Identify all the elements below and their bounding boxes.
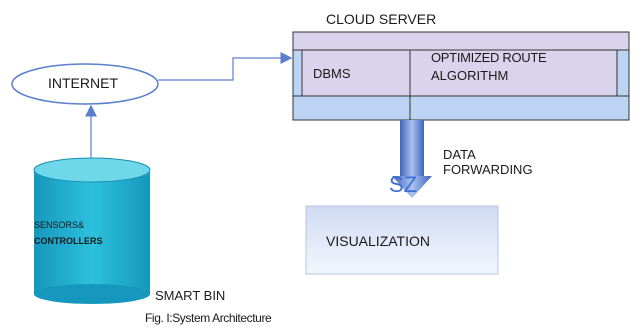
- sensors-label: SENSORS&: [34, 220, 85, 230]
- internet-to-server-arrow: [158, 52, 293, 81]
- cloud-server-title: CLOUD SERVER: [326, 11, 437, 27]
- algorithm-label-line1: OPTIMIZED ROUTE: [431, 50, 547, 65]
- data-forwarding-label-line1: DATA: [443, 147, 476, 162]
- internet-ellipse: [11, 63, 159, 105]
- smart-bin-label: SMART BIN: [155, 288, 226, 303]
- visualization-box: [305, 205, 499, 275]
- algorithm-label-line2: ALGORITHM: [431, 68, 509, 83]
- cloud-server-box: [292, 31, 630, 121]
- controllers-label: CONTROLLERS: [34, 236, 103, 246]
- forwarding-marker: SZ: [389, 172, 418, 197]
- internet-label: INTERNET: [48, 75, 118, 91]
- dbms-label: DBMS: [313, 66, 351, 81]
- figure-caption: Fig. I:System Architecture: [145, 311, 272, 325]
- data-forwarding-label-line2: FORWARDING: [443, 162, 533, 177]
- data-forwarding-arrow: [392, 120, 432, 198]
- visualization-label: VISUALIZATION: [326, 233, 430, 249]
- smart-bin-cylinder: [33, 157, 151, 304]
